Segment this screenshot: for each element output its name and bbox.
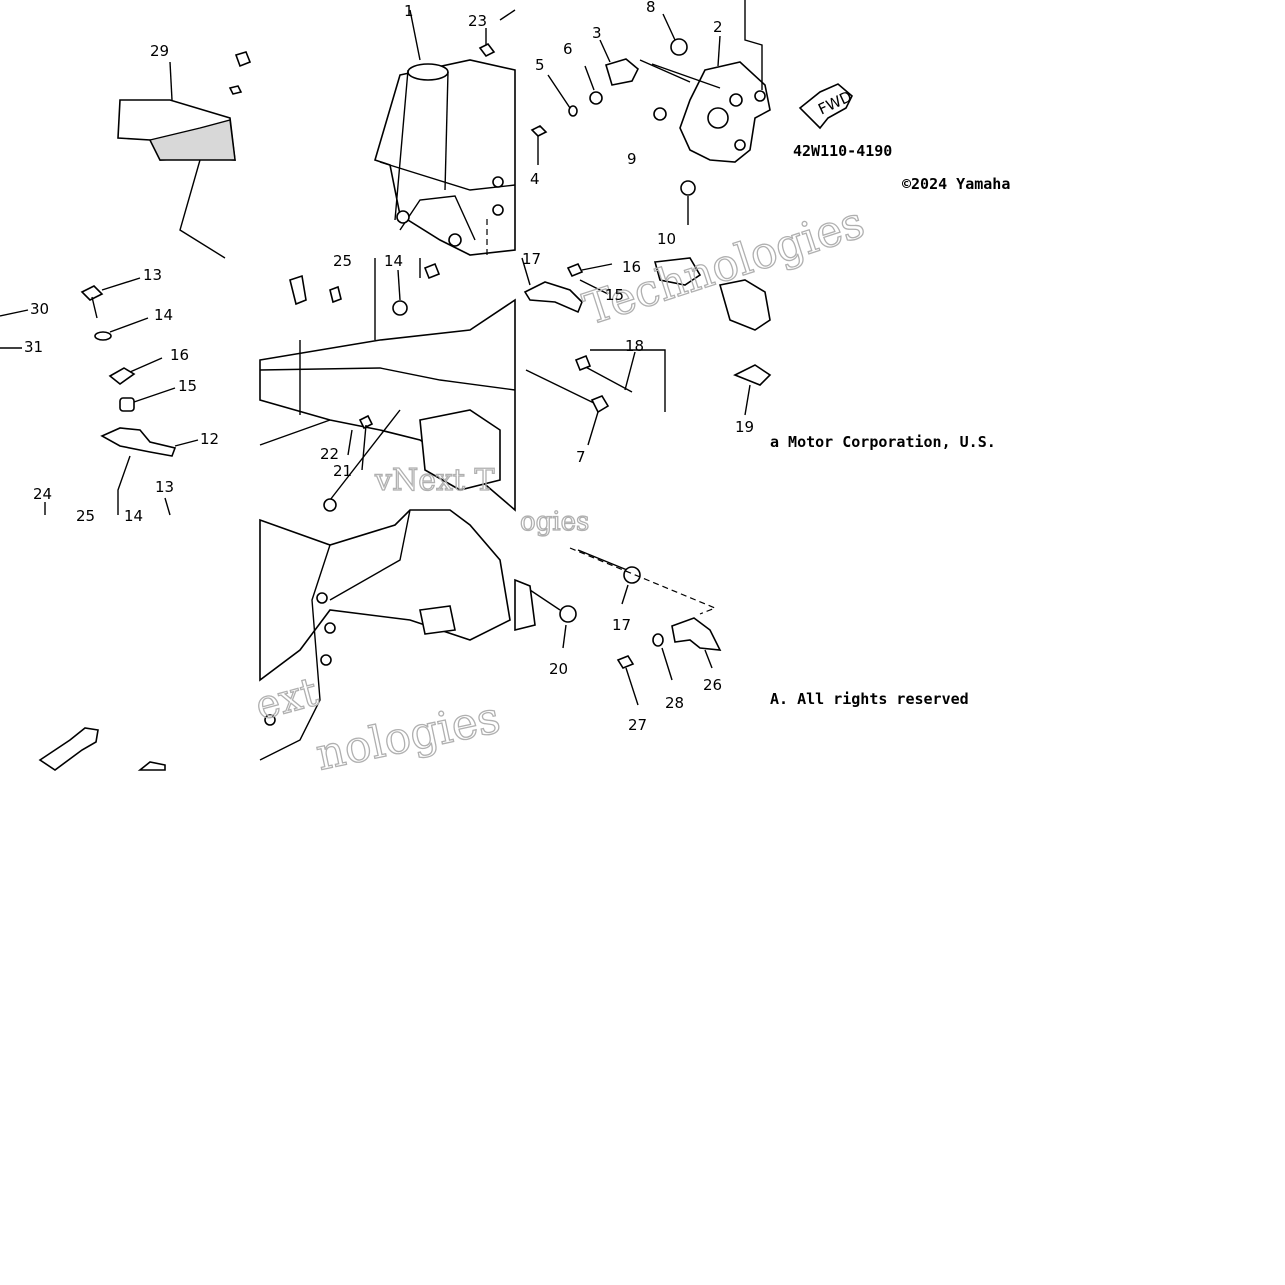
watermark-text: nologies [312, 692, 505, 781]
watermark-text: vNext T [374, 463, 494, 498]
callout-1: 1 [404, 2, 414, 20]
callout-30: 30 [30, 300, 49, 318]
callout-22: 22 [320, 445, 339, 463]
lower-left-parts [38, 727, 166, 771]
fwd-arrow-icon: FWD [798, 83, 855, 130]
callout-14: 14 [384, 252, 403, 270]
callout-23: 23 [468, 12, 487, 30]
callout-3: 3 [592, 24, 602, 42]
callout-27: 27 [628, 716, 647, 734]
callout-19: 19 [735, 418, 754, 436]
callout-13: 13 [155, 478, 174, 496]
callout-16: 16 [622, 258, 641, 276]
callout-17: 17 [612, 616, 631, 634]
frame-mid-section [259, 258, 516, 512]
copyright-line-2: a Motor Corporation, U.S. [770, 433, 996, 451]
callout-labels: 29 1 23 8 2 3 6 5 4 9 10 13 14 16 15 12 … [24, 0, 754, 734]
callout-29: 29 [150, 42, 169, 60]
lower-frame [259, 509, 511, 761]
callout-24: 24 [33, 485, 52, 503]
callout-12: 12 [200, 430, 219, 448]
callout-16: 16 [170, 346, 189, 364]
watermark-text: ogies [520, 507, 589, 537]
part-code: 42W110-4190 [793, 142, 892, 160]
callout-15: 15 [605, 286, 624, 304]
callout-28: 28 [665, 694, 684, 712]
callout-21: 21 [333, 462, 352, 480]
callout-10: 10 [657, 230, 676, 248]
bolt-group-middle-right [521, 257, 772, 446]
copyright-line-3: A. All rights reserved [770, 690, 969, 708]
callout-25: 25 [333, 252, 352, 270]
copyright-line-1: ©2024 Yamaha [902, 175, 1010, 193]
cover-part-29 [117, 51, 252, 259]
callout-26: 26 [703, 676, 722, 694]
callout-25: 25 [76, 507, 95, 525]
callout-2: 2 [713, 18, 723, 36]
callout-8: 8 [646, 0, 656, 16]
callout-13: 13 [143, 266, 162, 284]
callout-31: 31 [24, 338, 43, 356]
callout-18: 18 [625, 337, 644, 355]
callout-20: 20 [549, 660, 568, 678]
main-frame-part-1 [374, 9, 516, 256]
callout-14: 14 [154, 306, 173, 324]
callout-14: 14 [124, 507, 143, 525]
callout-5: 5 [535, 56, 545, 74]
fastener-group-left [0, 277, 199, 516]
callout-9: 9 [627, 150, 637, 168]
callout-17: 17 [522, 250, 541, 268]
bolt-group-bottom-right [514, 547, 722, 706]
callout-7: 7 [576, 448, 586, 466]
callout-6: 6 [563, 40, 573, 58]
callout-15: 15 [178, 377, 197, 395]
bracket-assembly-part-2 [530, 0, 771, 225]
callout-4: 4 [530, 170, 540, 188]
